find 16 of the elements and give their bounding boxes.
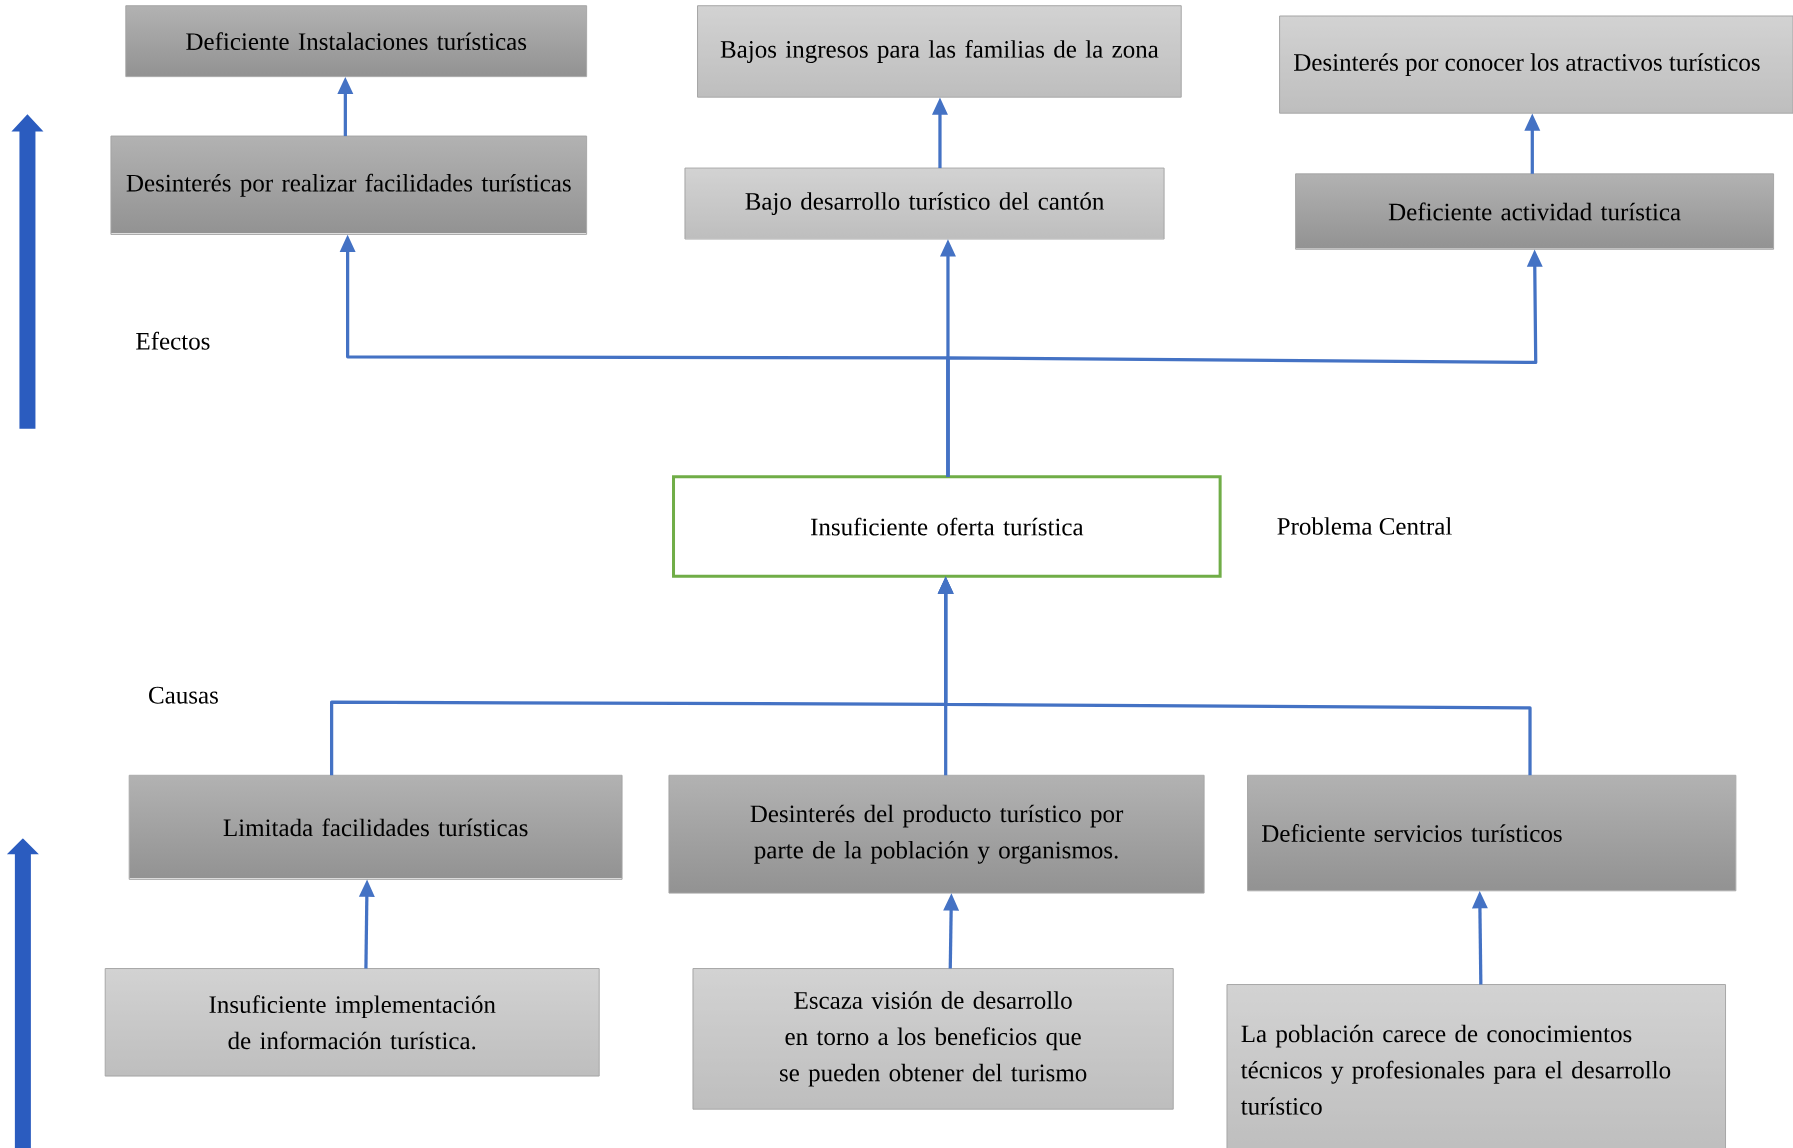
- section-label: Efectos: [136, 331, 210, 350]
- cause-box: La población carece de conocimientos técnicos y profesionales para el desarrollo turístico: [1226, 984, 1727, 1148]
- cause-box: Limitada facilidades turísticas: [128, 774, 623, 880]
- effect-box: Bajo desarrollo turístico del cantón: [684, 167, 1165, 240]
- effect-box: Desinterés por realizar facilidades turísticas: [110, 135, 588, 235]
- effect-box: Deficiente Instalaciones turísticas: [125, 5, 588, 78]
- effect-box: Bajos ingresos para las familias de la zona: [697, 5, 1182, 98]
- effect-box: Desinterés por conocer los atractivos turísticos: [1279, 15, 1793, 114]
- section-label: Problema Central: [1277, 517, 1452, 535]
- cause-box: Desinterés del producto turístico por parte de la población y organismos.: [668, 774, 1205, 894]
- cause-box: Deficiente servicios turísticos: [1247, 774, 1737, 892]
- problem-box: Insuficiente oferta turística: [672, 475, 1222, 578]
- cause-box: Escaza visión de desarrollo en torno a los beneficios que se pueden obtener del turismo: [692, 968, 1174, 1110]
- cause-box: Insuficiente implementación de información turística.: [104, 968, 600, 1077]
- section-label: Causas: [149, 686, 218, 704]
- effect-box: Deficiente actividad turística: [1295, 173, 1775, 250]
